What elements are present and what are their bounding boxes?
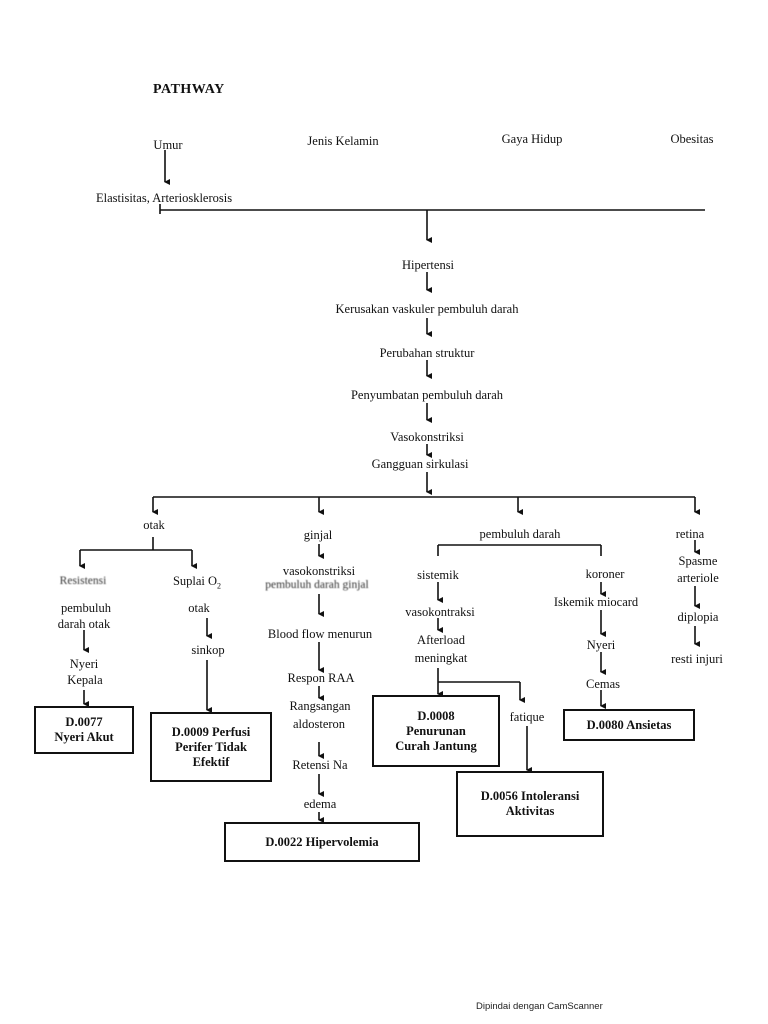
- node-penyumbatan: Penyumbatan pembuluh darah: [350, 388, 504, 402]
- node-retensi-na: Retensi Na: [292, 758, 348, 772]
- node-sinkop: sinkop: [191, 643, 225, 657]
- branch-retina: retina: [675, 527, 705, 541]
- branch-otak: otak: [143, 518, 165, 532]
- node-pembuluh: pembuluh: [61, 601, 111, 615]
- node-sistemik: sistemik: [417, 568, 459, 582]
- node-arteriole: arteriole: [677, 571, 719, 585]
- node-nyeri-1: Nyeri: [69, 657, 99, 671]
- node-blood-flow: Blood flow menurun: [267, 627, 373, 641]
- branch-ginjal: ginjal: [303, 528, 333, 542]
- factor-gaya-hidup: Gaya Hidup: [501, 132, 563, 146]
- node-afterload: Afterload: [417, 633, 465, 647]
- factor-jenis-kelamin: Jenis Kelamin: [307, 134, 379, 148]
- scanner-watermark: Dipindai dengan CamScanner: [476, 1001, 603, 1012]
- node-suplai-otak: otak: [188, 601, 210, 615]
- node-spasme: Spasme: [678, 554, 718, 568]
- node-respon-raa: Respon RAA: [287, 671, 355, 685]
- diagnosis-d0022: D.0022 Hipervolemia: [224, 822, 420, 862]
- diagnosis-d0080: D.0080 Ansietas: [563, 709, 695, 741]
- node-hipertensi: Hipertensi: [401, 258, 455, 272]
- page-title: PATHWAY: [153, 82, 225, 97]
- node-meningkat: meningkat: [414, 651, 468, 665]
- node-rangsangan: Rangsangan: [289, 699, 351, 713]
- node-resti-injuri: resti injuri: [671, 652, 723, 666]
- node-suplai: Suplai O2: [172, 574, 222, 591]
- node-perubahan-struktur: Perubahan struktur: [379, 346, 475, 360]
- node-diplopia: diplopia: [677, 610, 719, 624]
- node-koroner: koroner: [585, 567, 625, 581]
- factor-obesitas: Obesitas: [670, 132, 714, 146]
- node-darah-otak: darah otak: [57, 617, 111, 631]
- node-vasokonstriksi: Vasokonstriksi: [390, 430, 464, 444]
- node-nyeri-2: Kepala: [67, 673, 103, 687]
- node-resistensi: Resistensi: [59, 575, 107, 587]
- node-iskemik-miocard: Iskemik miocard: [553, 595, 639, 609]
- node-pembuluh-ginjal: pembuluh darah ginjal: [265, 579, 369, 591]
- node-nyeri-koroner: Nyeri: [586, 638, 616, 652]
- node-elastisitas: Elastisitas, Arteriosklerosis: [96, 191, 233, 205]
- node-vasokonstriksi-ginjal: vasokonstriksi: [282, 564, 356, 578]
- node-cemas: Cemas: [585, 677, 621, 691]
- node-kerusakan-vaskuler: Kerusakan vaskuler pembuluh darah: [335, 302, 519, 316]
- node-fatique: fatique: [509, 710, 545, 724]
- node-edema: edema: [303, 797, 337, 811]
- node-gangguan-sirkulasi: Gangguan sirkulasi: [371, 457, 469, 471]
- factor-umur: Umur: [153, 138, 183, 152]
- branch-pembuluh-darah: pembuluh darah: [479, 527, 561, 541]
- node-aldosteron: aldosteron: [292, 717, 346, 731]
- node-vasokontraksi: vasokontraksi: [405, 605, 475, 619]
